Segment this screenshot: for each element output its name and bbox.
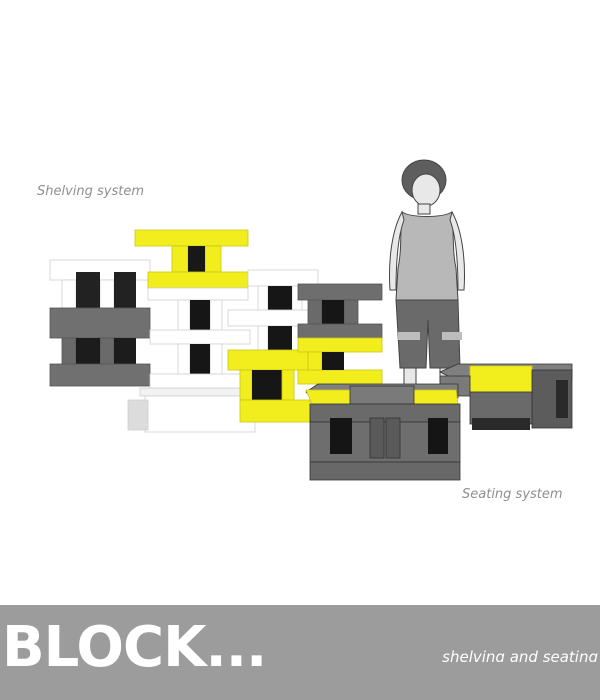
seating-system-label: Seating system bbox=[462, 487, 563, 502]
seating-system-illustration bbox=[305, 363, 573, 481]
title-banner bbox=[0, 605, 600, 700]
banner-title: BLOCK... bbox=[2, 620, 267, 672]
banner-subtitle: shelving and seating bbox=[442, 650, 598, 662]
shelving-system-label: Shelving system bbox=[37, 184, 145, 199]
person-figure-illustration bbox=[389, 159, 465, 387]
shelving-system-illustration bbox=[49, 229, 383, 433]
